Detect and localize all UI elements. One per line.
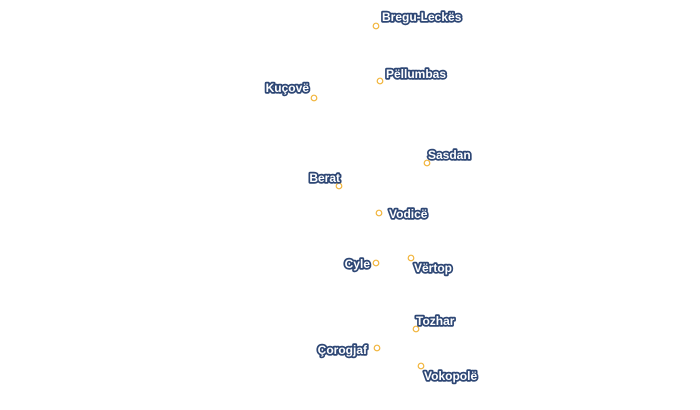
place-label: Tozhar [416,314,455,328]
place-dot[interactable] [412,325,420,333]
place-marker[interactable]: Vodicë [375,205,429,223]
place-dot[interactable] [335,182,343,190]
place-label: Vodicë [389,207,428,221]
place-label: Çorogjaf [318,343,368,357]
place-marker[interactable]: Kuçovë [264,79,318,102]
place-marker[interactable]: Cyle [343,255,380,273]
place-marker[interactable]: Pëllumbas [376,65,448,85]
place-label: Kuçovë [266,81,310,95]
place-marker[interactable]: Sasdan [423,146,472,167]
place-label: Pëllumbas [386,67,446,81]
place-marker[interactable]: Berat [308,169,343,190]
place-dot[interactable] [373,344,381,352]
place-marker[interactable]: Bregu-Leckës [372,8,463,30]
place-marker[interactable]: Vokopolë [417,362,479,385]
place-label: Bregu-Leckës [382,10,462,24]
place-marker[interactable]: Çorogjaf [316,341,381,359]
place-label: Cyle [345,257,371,271]
place-label: Berat [309,171,340,185]
place-dot[interactable] [372,259,380,267]
place-dot[interactable] [407,254,415,262]
place-dot[interactable] [372,22,380,30]
place-label: Vokopolë [424,369,477,383]
place-dot[interactable] [310,94,318,102]
place-label: Sasdan [428,148,471,162]
place-dot[interactable] [376,77,384,85]
place-dot[interactable] [375,209,383,217]
place-label: Vërtop [414,261,452,275]
place-marker[interactable]: Tozhar [412,312,456,333]
place-dot[interactable] [423,159,431,167]
place-dot[interactable] [417,362,425,370]
place-marker[interactable]: Vërtop [407,254,454,277]
